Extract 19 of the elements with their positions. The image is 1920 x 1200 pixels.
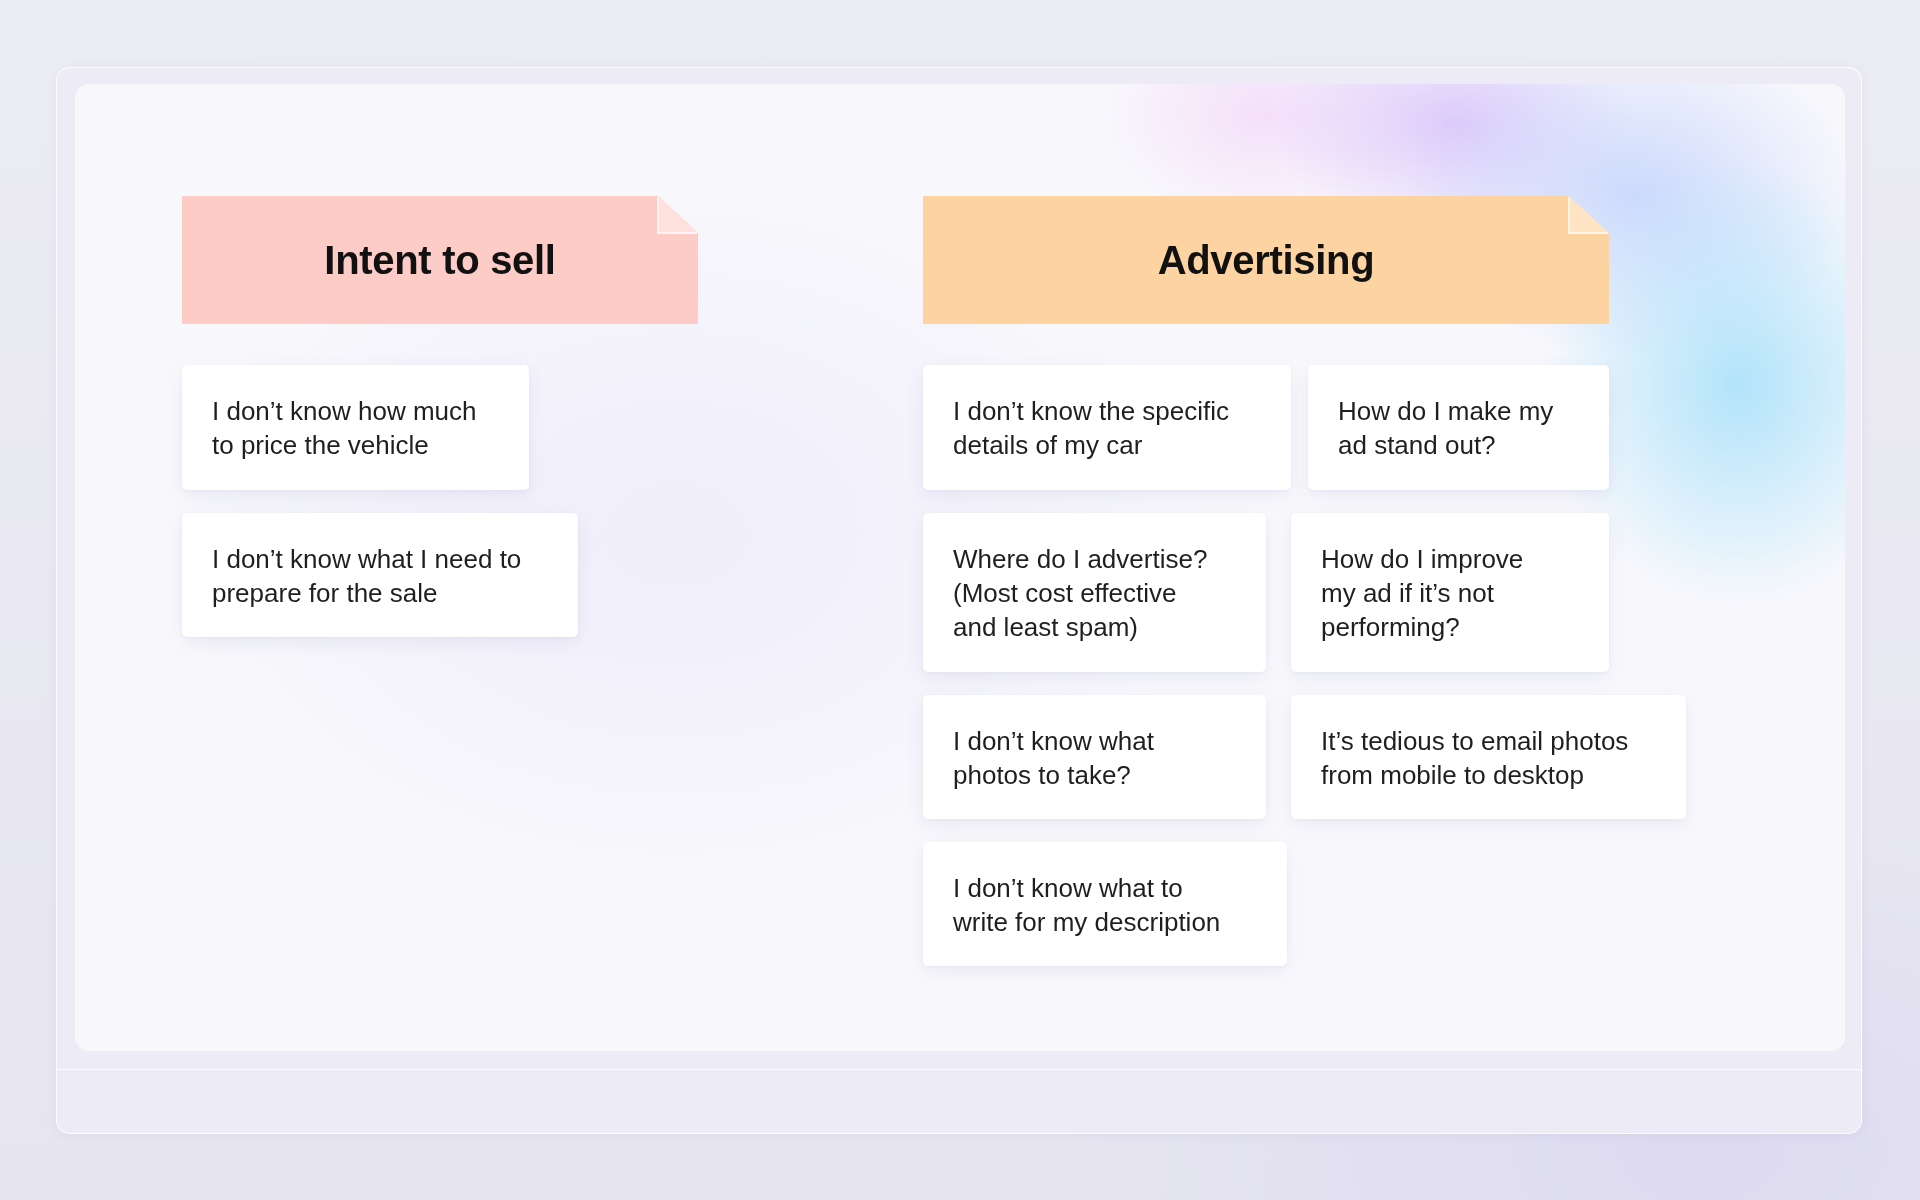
note-text: How do I make my ad stand out? [1338, 395, 1555, 462]
sticky-note [923, 365, 1291, 490]
category-note [923, 196, 1609, 324]
sticky-note [923, 695, 1266, 819]
note-text: How do I improve my ad if it’s not performing? [1321, 543, 1525, 644]
note-text: I don’t know how much to price the vehicle [212, 395, 478, 462]
note-text: I don’t know the specific details of my car [953, 395, 1231, 462]
category-heading: Intent to sell [324, 237, 556, 284]
sticky-note [923, 513, 1266, 672]
note-text: I don’t know what to write for my description [953, 872, 1222, 939]
sticky-note [1308, 365, 1609, 490]
note-text: Where do I advertise? (Most cost effective and least spam) [953, 543, 1209, 644]
note-text: I don’t know what I need to prepare for the sale [212, 543, 523, 610]
note-text: I don’t know what photos to take? [953, 725, 1155, 792]
note-text: It’s tedious to email photos from mobile to desktop [1321, 725, 1630, 792]
sticky-note [182, 513, 578, 637]
category-heading: Advertising [1157, 237, 1375, 284]
sticky-note [182, 365, 529, 490]
category-note [182, 196, 698, 324]
